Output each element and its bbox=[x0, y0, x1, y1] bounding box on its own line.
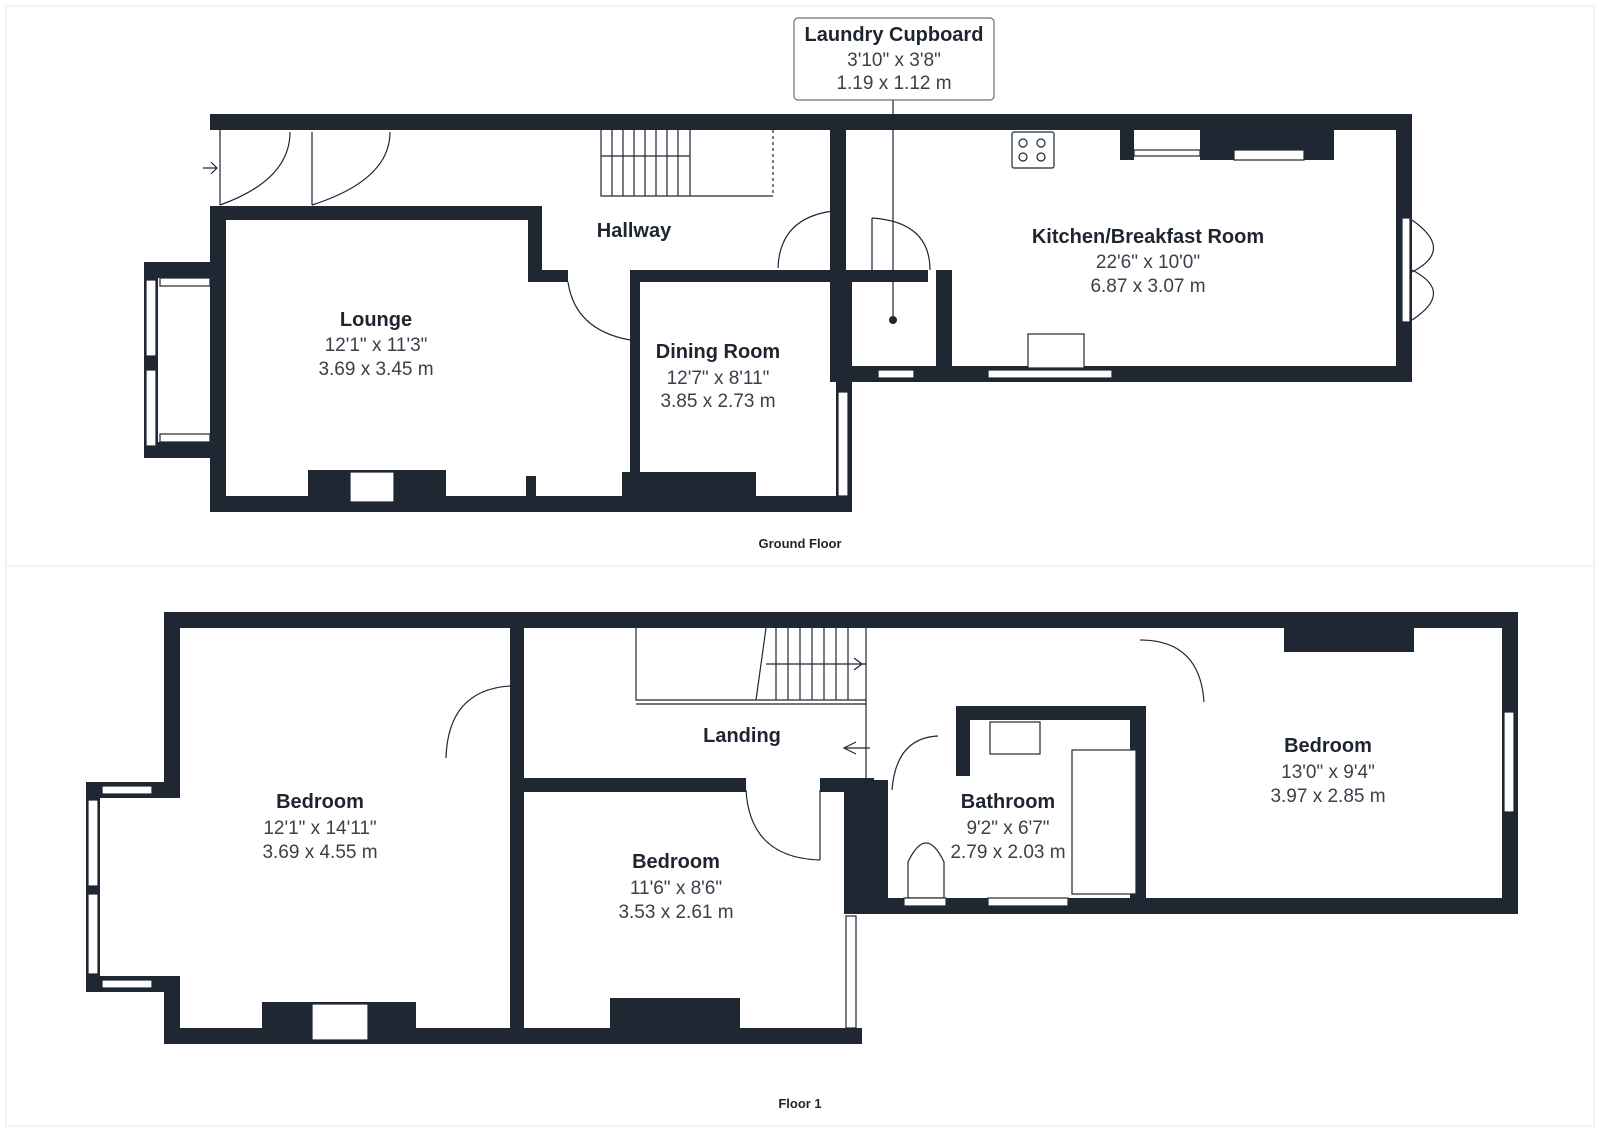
lounge-dim-imperial: 12'1" x 11'3" bbox=[325, 335, 428, 356]
kitchen-name: Kitchen/Breakfast Room bbox=[1032, 226, 1264, 248]
landing-name: Landing bbox=[703, 725, 781, 747]
bedroom-1-dim-imperial: 12'1" x 14'11" bbox=[263, 818, 376, 839]
laundry-cupboard-callout bbox=[793, 17, 995, 101]
bedroom-2-dim-imperial: 11'6" x 8'6" bbox=[630, 878, 722, 899]
ground-floor-label: Ground Floor bbox=[758, 536, 841, 551]
first-floor-label: Floor 1 bbox=[778, 1096, 821, 1111]
bathroom-dim-imperial: 9'2" x 6'7" bbox=[966, 818, 1049, 839]
bedroom-2-dim-metric: 3.53 x 2.61 m bbox=[618, 902, 733, 923]
laundry-cupboard-dim-imperial: 3'10" x 3'8" bbox=[847, 50, 941, 71]
first-floor-panel bbox=[5, 565, 1595, 1127]
bedroom-1-name: Bedroom bbox=[276, 791, 364, 813]
dining-room-name: Dining Room bbox=[656, 341, 780, 363]
bedroom-1-dim-metric: 3.69 x 4.55 m bbox=[262, 842, 377, 863]
dining-room-dim-imperial: 12'7" x 8'11" bbox=[667, 368, 770, 389]
laundry-cupboard-name: Laundry Cupboard bbox=[805, 24, 984, 46]
lounge-dim-metric: 3.69 x 3.45 m bbox=[318, 359, 433, 380]
hallway-name: Hallway bbox=[597, 220, 672, 242]
bathroom-name: Bathroom bbox=[961, 791, 1055, 813]
dining-room-dim-metric: 3.85 x 2.73 m bbox=[660, 391, 775, 412]
lounge-name: Lounge bbox=[340, 309, 412, 331]
ground-floor-plan bbox=[144, 100, 1435, 512]
kitchen-dim-metric: 6.87 x 3.07 m bbox=[1090, 276, 1205, 297]
laundry-cupboard-dim-metric: 1.19 x 1.12 m bbox=[836, 73, 951, 94]
bathroom-dim-metric: 2.79 x 2.03 m bbox=[950, 842, 1065, 863]
bedroom-3-name: Bedroom bbox=[1284, 735, 1372, 757]
bedroom-3-dim-metric: 3.97 x 2.85 m bbox=[1270, 786, 1385, 807]
kitchen-dim-imperial: 22'6" x 10'0" bbox=[1096, 252, 1200, 273]
bedroom-3-dim-imperial: 13'0" x 9'4" bbox=[1281, 762, 1375, 783]
first-floor-plan bbox=[86, 612, 1518, 1044]
bedroom-2-name: Bedroom bbox=[632, 851, 720, 873]
